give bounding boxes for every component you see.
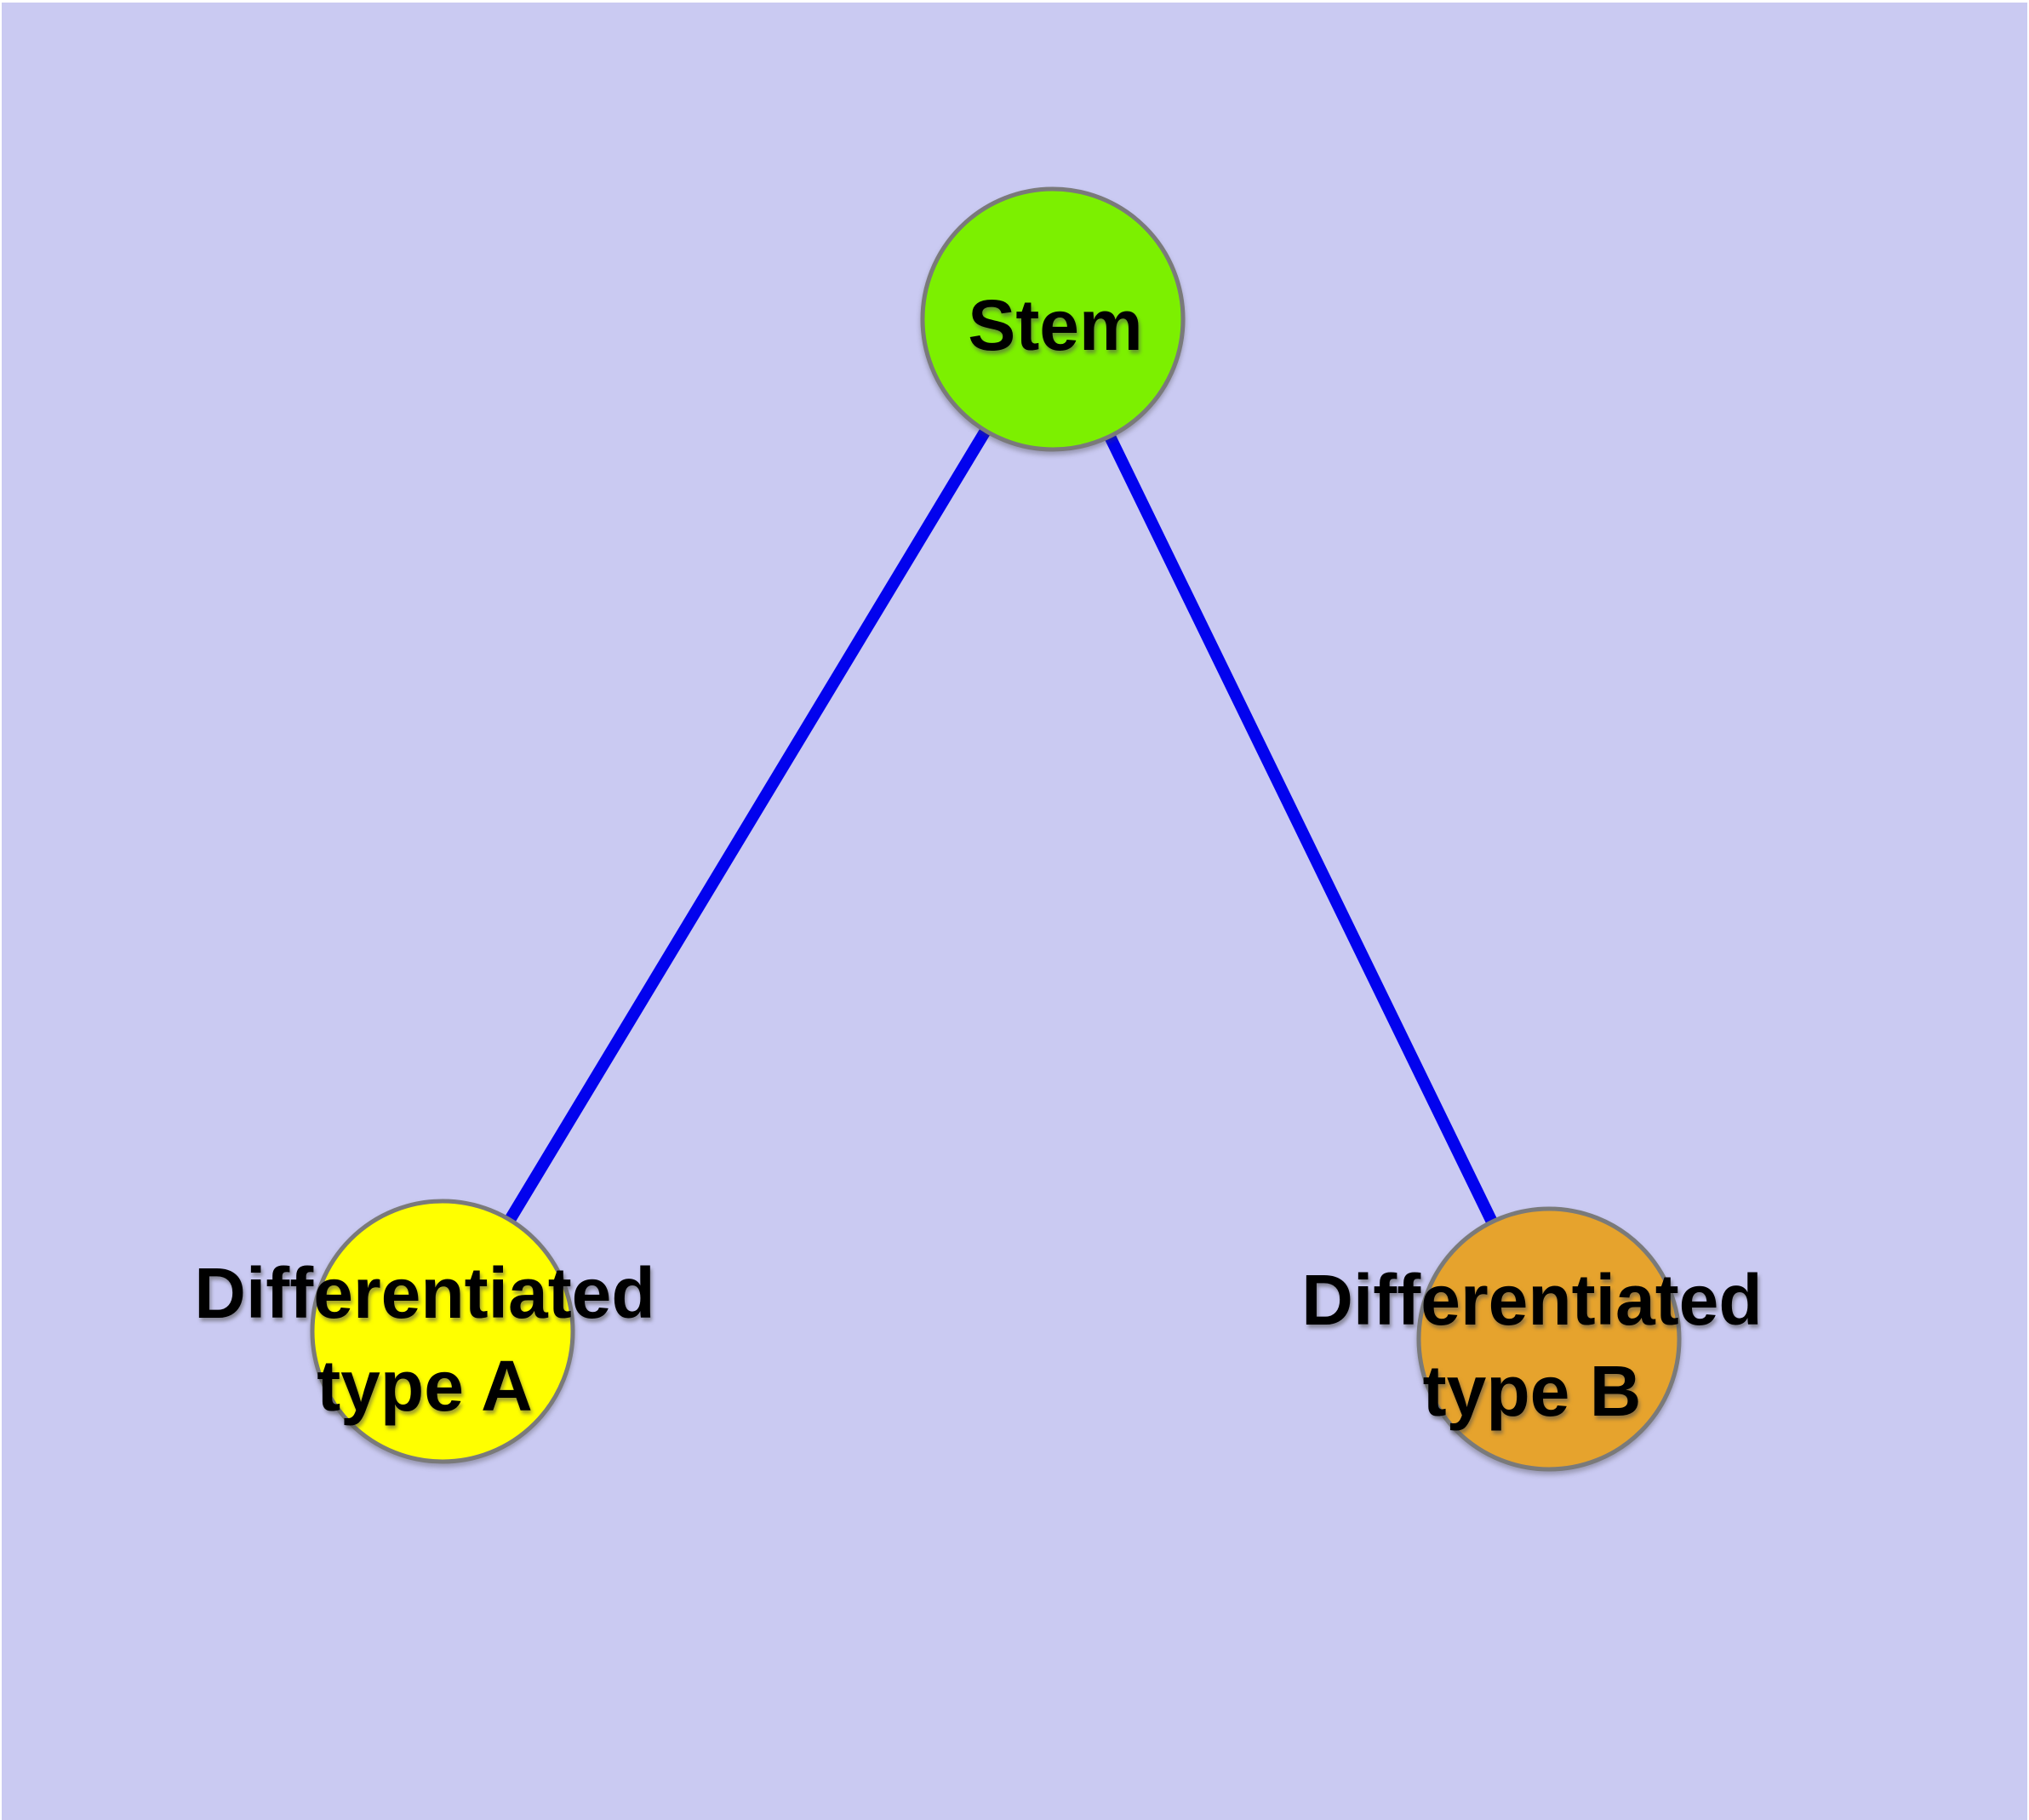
- node-stem-label: Stem: [968, 285, 1142, 365]
- node-type-a-label-line2: type A: [317, 1346, 533, 1426]
- node-type-a-label-line1: Differentiated: [194, 1253, 654, 1333]
- node-differentiated-type-b: [1416, 1206, 1682, 1472]
- node-stem: [920, 186, 1186, 452]
- edge-stem-to-type-b: [1047, 316, 1555, 1342]
- node-differentiated-type-a: [310, 1199, 575, 1464]
- node-type-b-label-line1: Differentiated: [1301, 1260, 1762, 1340]
- node-type-b-label-line2: type B: [1423, 1351, 1642, 1431]
- edge-stem-to-type-a: [437, 316, 1058, 1335]
